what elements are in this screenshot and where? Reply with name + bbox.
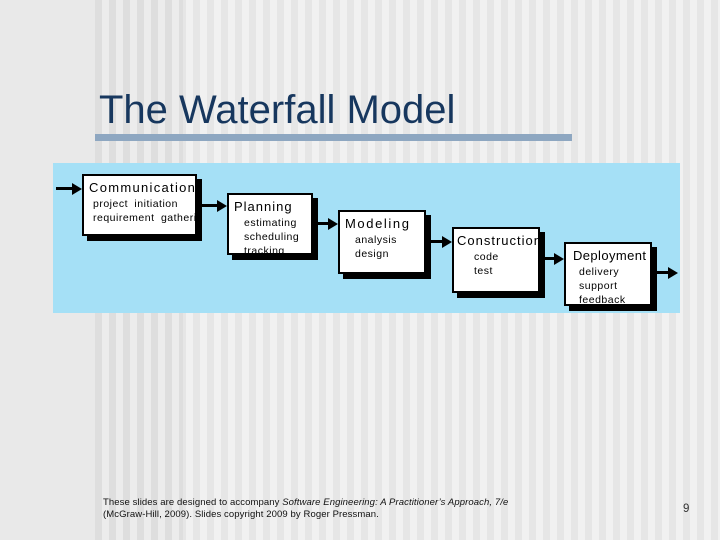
stage-title: Planning bbox=[234, 199, 293, 214]
stage-title: Deployment bbox=[573, 248, 647, 263]
flow-arrow-planning-modeling-icon bbox=[313, 218, 338, 230]
arrow-head bbox=[554, 253, 564, 265]
arrow-head bbox=[328, 218, 338, 230]
arrow-shaft bbox=[426, 240, 443, 243]
arrow-shaft bbox=[653, 271, 669, 274]
stage-box-deployment: Deployment delivery support feedback bbox=[564, 242, 652, 306]
stage-item: delivery bbox=[579, 266, 620, 278]
flow-arrow-communication-planning-icon bbox=[198, 200, 227, 212]
footer-book-title: Software Engineering: A Practitioner’s A… bbox=[282, 497, 509, 508]
stage-item: project initiation bbox=[93, 198, 178, 210]
arrow-shaft bbox=[313, 222, 329, 225]
arrow-head bbox=[442, 236, 452, 248]
arrow-shaft bbox=[56, 187, 73, 190]
stage-title: Modeling bbox=[345, 216, 411, 231]
flow-arrow-construction-deployment-icon bbox=[541, 253, 564, 265]
stage-item: estimating bbox=[244, 217, 297, 229]
footer-credit-text: These slides are designed to accompany bbox=[103, 497, 283, 508]
stage-item: test bbox=[474, 265, 493, 277]
footer-line-1: These slides are designed to accompany S… bbox=[103, 497, 563, 509]
stage-box-construction: Construction code test bbox=[452, 227, 540, 293]
stage-item: tracking bbox=[244, 245, 285, 255]
arrow-head bbox=[217, 200, 227, 212]
stage-title: Communication bbox=[89, 180, 197, 195]
footer-credit: These slides are designed to accompany S… bbox=[103, 497, 563, 521]
flow-arrow-out-icon bbox=[653, 267, 678, 279]
stage-box-communication: Communication project initiation require… bbox=[82, 174, 197, 236]
stage-item: analysis bbox=[355, 234, 397, 246]
flow-arrow-modeling-construction-icon bbox=[426, 236, 452, 248]
stage-item: feedback bbox=[579, 294, 626, 306]
stage-title: Construction bbox=[457, 233, 540, 248]
arrow-shaft bbox=[198, 204, 218, 207]
flow-arrow-in-icon bbox=[56, 183, 82, 195]
footer-line-2: (McGraw-Hill, 2009). Slides copyright 20… bbox=[103, 509, 379, 520]
stage-box-modeling: Modeling analysis design bbox=[338, 210, 426, 274]
stage-item: code bbox=[474, 251, 499, 263]
stage-item: scheduling bbox=[244, 231, 300, 243]
arrow-shaft bbox=[541, 257, 555, 260]
stage-item: requirement gathering bbox=[93, 212, 197, 224]
stage-box-planning: Planning estimating scheduling tracking bbox=[227, 193, 313, 255]
slide-title: The Waterfall Model bbox=[99, 88, 456, 132]
arrow-head bbox=[668, 267, 678, 279]
title-underline bbox=[95, 134, 572, 141]
page-number: 9 bbox=[683, 503, 690, 515]
stage-item: support bbox=[579, 280, 618, 292]
arrow-head bbox=[72, 183, 82, 195]
stage-item: design bbox=[355, 248, 389, 260]
